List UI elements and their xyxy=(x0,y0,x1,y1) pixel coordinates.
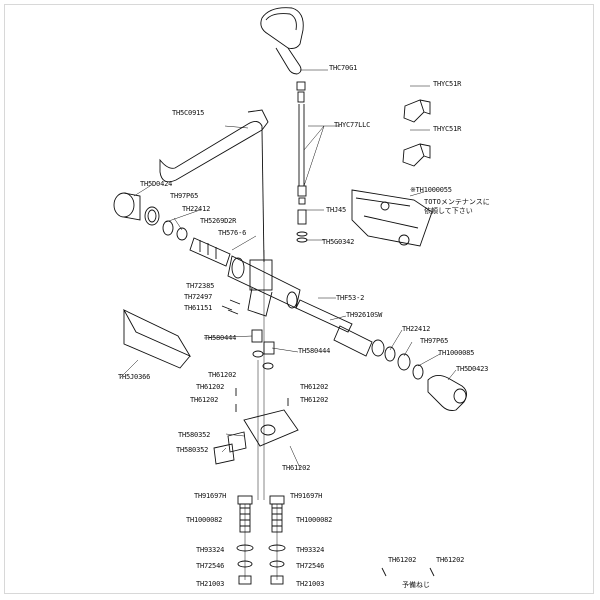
label-washer-r: TH91697H xyxy=(290,492,323,500)
label-hose-nut: TH5G0342 xyxy=(322,238,355,246)
label-nut-l: TH21003 xyxy=(196,580,225,588)
maintenance-note: TOTOメンテナンスに 依頼して下さい xyxy=(424,198,490,216)
label-ring-left: TH580444 xyxy=(204,334,237,342)
label-joint: THJ45 xyxy=(326,206,347,214)
label-right-disc: TH1000085 xyxy=(438,349,475,357)
label-left-packing: TH97P65 xyxy=(170,192,199,200)
label-small-screw-5: TH61202 xyxy=(300,396,329,404)
label-left-ring: TH22412 xyxy=(182,205,211,213)
label-leg-l: TH1000082 xyxy=(186,516,223,524)
label-small-screw-6: TH61202 xyxy=(282,464,311,472)
spout-drawing xyxy=(159,109,269,263)
holder-drawings xyxy=(402,99,431,167)
label-washer-l: TH91697H xyxy=(194,492,227,500)
label-left-cartridge: TH5269D2R xyxy=(200,217,237,225)
label-spare-1: TH61202 xyxy=(388,556,417,564)
cover-panel-drawing xyxy=(122,308,192,369)
label-gasket-r: TH93324 xyxy=(296,546,325,554)
maintenance-line-2: 依頼して下さい xyxy=(424,207,473,215)
label-small-screw-4: TH61202 xyxy=(300,383,329,391)
label-hose: THYC77LLC xyxy=(334,121,371,129)
label-thermo-unit: THF53-2 xyxy=(336,294,365,302)
label-screw-3: TH61151 xyxy=(184,304,213,312)
label-ring-right: TH580444 xyxy=(298,347,331,355)
label-right-ring: TH22412 xyxy=(402,325,431,333)
label-spare-2: TH61202 xyxy=(436,556,465,564)
middle-rings xyxy=(251,329,275,370)
label-cover-panel: TH5J0366 xyxy=(118,373,151,381)
label-spout-valve: TH576-6 xyxy=(218,229,247,237)
label-packing-r: TH72546 xyxy=(296,562,325,570)
label-right-packing: TH97P65 xyxy=(420,337,449,345)
label-check-valve-1: TH580352 xyxy=(178,431,211,439)
label-right-handle: TH5D0423 xyxy=(456,365,489,373)
remote-unit-drawing xyxy=(351,189,433,247)
label-leg-r: TH1000082 xyxy=(296,516,333,524)
label-holder-a: THYC51R xyxy=(433,80,462,88)
label-thermo-cartridge: TH92610SW xyxy=(346,311,383,319)
label-small-screw-1: TH61202 xyxy=(208,371,237,379)
screw-drawings xyxy=(221,299,435,577)
maintenance-line-1: TOTOメンテナンスに xyxy=(424,198,490,206)
label-check-valve-2: TH580352 xyxy=(176,446,209,454)
label-small-screw-2: TH61202 xyxy=(196,383,225,391)
label-spout: TH5C0915 xyxy=(172,109,205,117)
label-screw-2: TH72497 xyxy=(184,293,213,301)
label-screw-1: TH72385 xyxy=(186,282,215,290)
hose-drawing xyxy=(296,81,308,243)
label-packing-l: TH72546 xyxy=(196,562,225,570)
left-handle-parts xyxy=(113,192,231,267)
label-small-screw-3: TH61202 xyxy=(190,396,219,404)
handshower-drawing xyxy=(260,7,304,75)
leader-lines xyxy=(119,69,457,580)
legs-drawing xyxy=(236,495,286,585)
right-handle-drawing xyxy=(427,375,467,411)
label-left-cap: TH5D0424 xyxy=(140,180,173,188)
label-remote-unit: ※TH1000055 xyxy=(410,186,452,194)
lower-block-drawing xyxy=(213,409,299,465)
label-gasket-l: TH93324 xyxy=(196,546,225,554)
label-holder-b: THYC51R xyxy=(433,125,462,133)
thermo-cartridge-drawing xyxy=(295,299,424,380)
label-nut-r: TH21003 xyxy=(296,580,325,588)
drawing-frame xyxy=(4,4,594,594)
label-handshower: THC70G1 xyxy=(329,64,358,72)
spare-screw-note: 予備ねじ xyxy=(402,581,430,589)
